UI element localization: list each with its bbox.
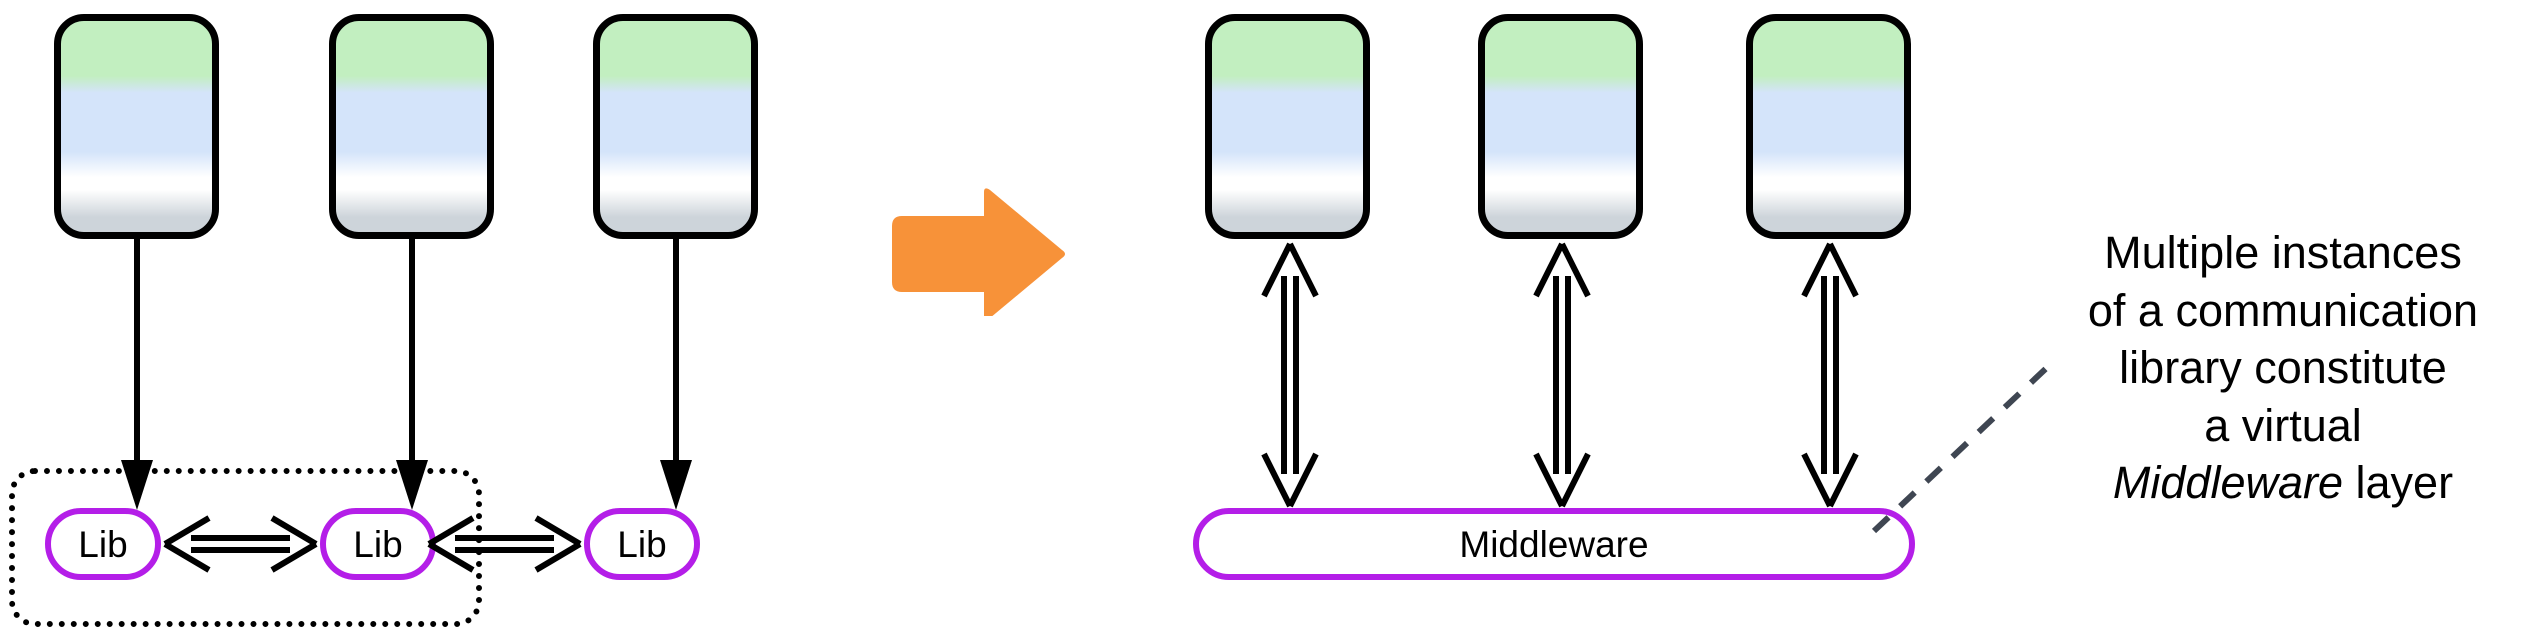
annotation-leader-line xyxy=(1871,356,2059,534)
middleware-link-arrow-2 xyxy=(1533,242,1591,508)
lib-box-label: Lib xyxy=(78,523,128,565)
annotation-text: Multiple instances of a communication li… xyxy=(2020,224,2546,512)
middleware-link-arrow-3 xyxy=(1801,242,1859,508)
middleware-bar[interactable]: Middleware xyxy=(1193,508,1915,580)
right-pillar-3 xyxy=(1746,14,1911,239)
right-pillar-1 xyxy=(1205,14,1370,239)
lib-box-2[interactable]: Lib xyxy=(320,508,436,580)
lib-box-label: Lib xyxy=(617,523,667,565)
annotation-line-3: library constitute xyxy=(2119,342,2447,394)
lib-box-label: Lib xyxy=(353,523,403,565)
annotation-line-1: Multiple instances xyxy=(2104,227,2462,278)
left-pillar-1 xyxy=(54,14,219,239)
annotation-emphasis: Middleware xyxy=(2112,457,2344,509)
middleware-link-arrow-1 xyxy=(1261,242,1319,508)
lib-box-1[interactable]: Lib xyxy=(45,508,161,580)
annotation-line-5: Middleware layer xyxy=(2020,454,2546,512)
right-pillar-2 xyxy=(1478,14,1643,239)
middleware-label: Middleware xyxy=(1459,523,1649,565)
right-arrow-icon xyxy=(892,188,1065,316)
down-arrow-3 xyxy=(660,238,692,510)
annotation-line-5-tail: layer xyxy=(2343,457,2454,509)
left-pillar-3 xyxy=(593,14,758,239)
lib-box-3[interactable]: Lib xyxy=(584,508,700,580)
annotation-line-4: a virtual xyxy=(2204,399,2362,451)
left-pillar-2 xyxy=(329,14,494,239)
annotation-line-2: of a communication xyxy=(2087,284,2479,336)
